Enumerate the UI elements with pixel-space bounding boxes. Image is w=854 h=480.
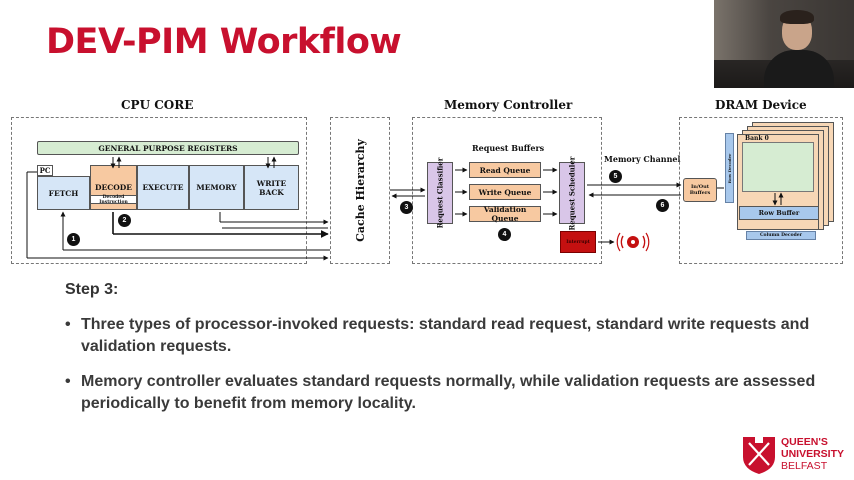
step-badge-3: 3 [400, 201, 413, 214]
in-out-buffers: In/Out Buffers [683, 178, 717, 202]
logo-line-1: QUEEN'S [781, 436, 828, 448]
presenter-body [764, 50, 834, 88]
presenter-hair [780, 10, 814, 24]
step-badge-4: 4 [498, 228, 511, 241]
write-queue: Write Queue [469, 184, 541, 200]
column-decoder: Column Decoder [746, 231, 816, 240]
step-badge-6: 6 [656, 199, 669, 212]
bullet-item-controller-evaluation: Memory controller evaluates standard req… [65, 371, 845, 415]
memory-array [742, 142, 814, 192]
dram-device-frame [679, 117, 843, 264]
slide-title: DEV-PIM Workflow [46, 22, 402, 62]
decoded-instruction: Decoded Instruction [90, 195, 137, 205]
step-badge-1: 1 [67, 233, 80, 246]
memory-channel-label: Memory Channel [604, 154, 681, 164]
memory-controller-title: Memory Controller [444, 98, 573, 112]
webcam-video [714, 0, 854, 88]
step-heading: Step 3: [65, 281, 119, 298]
bullet-list: Three types of processor-invoked request… [65, 314, 845, 428]
cpu-core-title: CPU CORE [121, 98, 194, 112]
stage-fetch: FETCH [37, 176, 90, 210]
stage-write-back: WRITE BACK [244, 165, 299, 210]
request-classifier: Request Classifier [427, 158, 453, 228]
bank-label: Bank 0 [745, 135, 769, 142]
cpu-core-frame [11, 117, 307, 264]
university-name: QUEEN'S UNIVERSITY BELFAST [781, 436, 844, 472]
interrupt-block: Interrupt [560, 231, 596, 253]
pc-register: PC [37, 165, 53, 176]
step-badge-2: 2 [118, 214, 131, 227]
bullet-item-request-types: Three types of processor-invoked request… [65, 314, 845, 358]
row-buffer: Row Buffer [739, 206, 819, 220]
general-purpose-registers: GENERAL PURPOSE REGISTERS [37, 141, 299, 155]
stage-memory: MEMORY [189, 165, 244, 210]
dram-device-title: DRAM Device [715, 98, 807, 112]
logo-line-3: BELFAST [781, 460, 828, 472]
logo-line-2: UNIVERSITY [781, 448, 845, 460]
request-buffers-title: Request Buffers [472, 143, 545, 153]
cache-hierarchy-frame [330, 117, 390, 264]
read-queue: Read Queue [469, 162, 541, 178]
university-crest-icon [743, 437, 775, 474]
row-decoder: Row Decoder [725, 133, 734, 203]
step-badge-5: 5 [609, 170, 622, 183]
university-logo: QUEEN'S UNIVERSITY BELFAST [741, 435, 851, 477]
validation-queue: Validation Queue [469, 205, 541, 223]
alarm-icon [616, 232, 650, 252]
stage-execute: EXECUTE [137, 165, 189, 210]
request-scheduler: Request Scheduler [559, 156, 585, 230]
